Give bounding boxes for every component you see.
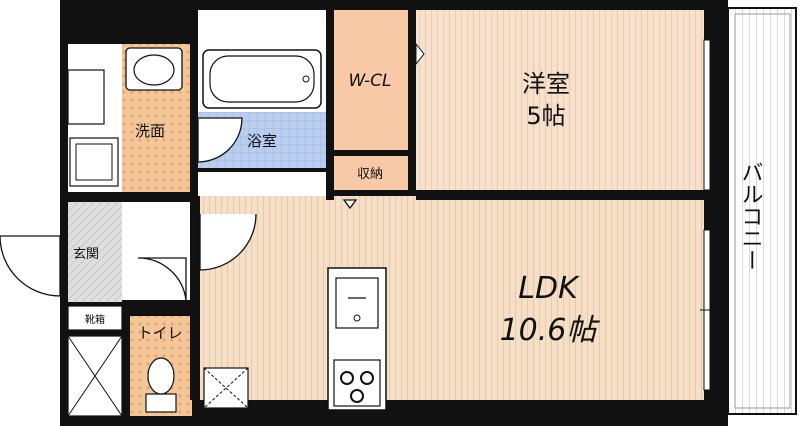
bath-label: 浴室 bbox=[247, 132, 277, 150]
walk-in-closet-floor bbox=[334, 10, 408, 150]
balcony-area bbox=[727, 7, 797, 415]
bathtub bbox=[202, 49, 322, 109]
shoe-box-label: 靴箱 bbox=[85, 313, 105, 326]
entrance-floor bbox=[68, 202, 122, 302]
stove bbox=[333, 359, 381, 407]
ldk-size: 10.6帖 bbox=[500, 313, 601, 348]
washbasin bbox=[125, 47, 183, 91]
toilet-bowl bbox=[147, 357, 175, 395]
storage-floor bbox=[334, 156, 408, 190]
western-room-size: 5帖 bbox=[526, 102, 565, 130]
western-room-floor bbox=[416, 10, 704, 190]
ldk-name: LDK bbox=[518, 271, 580, 306]
kitchen-sink bbox=[335, 277, 379, 329]
washroom-label: 洗面 bbox=[135, 122, 165, 140]
door-swings bbox=[0, 117, 358, 301]
storage-label: 収納 bbox=[357, 167, 383, 182]
interior-walls bbox=[60, 10, 704, 416]
washing-machine-space bbox=[69, 137, 119, 187]
entrance-label: 玄関 bbox=[73, 247, 99, 262]
walk-in-closet-label: W-CL bbox=[349, 71, 392, 91]
refrigerator-space bbox=[203, 367, 249, 409]
ldk-floor bbox=[200, 200, 704, 400]
western-room-name: 洋室 bbox=[522, 70, 570, 98]
toilet-label: トイレ bbox=[137, 324, 182, 342]
balcony-label: バルコニー bbox=[738, 161, 763, 271]
toilet-tank bbox=[145, 393, 177, 413]
